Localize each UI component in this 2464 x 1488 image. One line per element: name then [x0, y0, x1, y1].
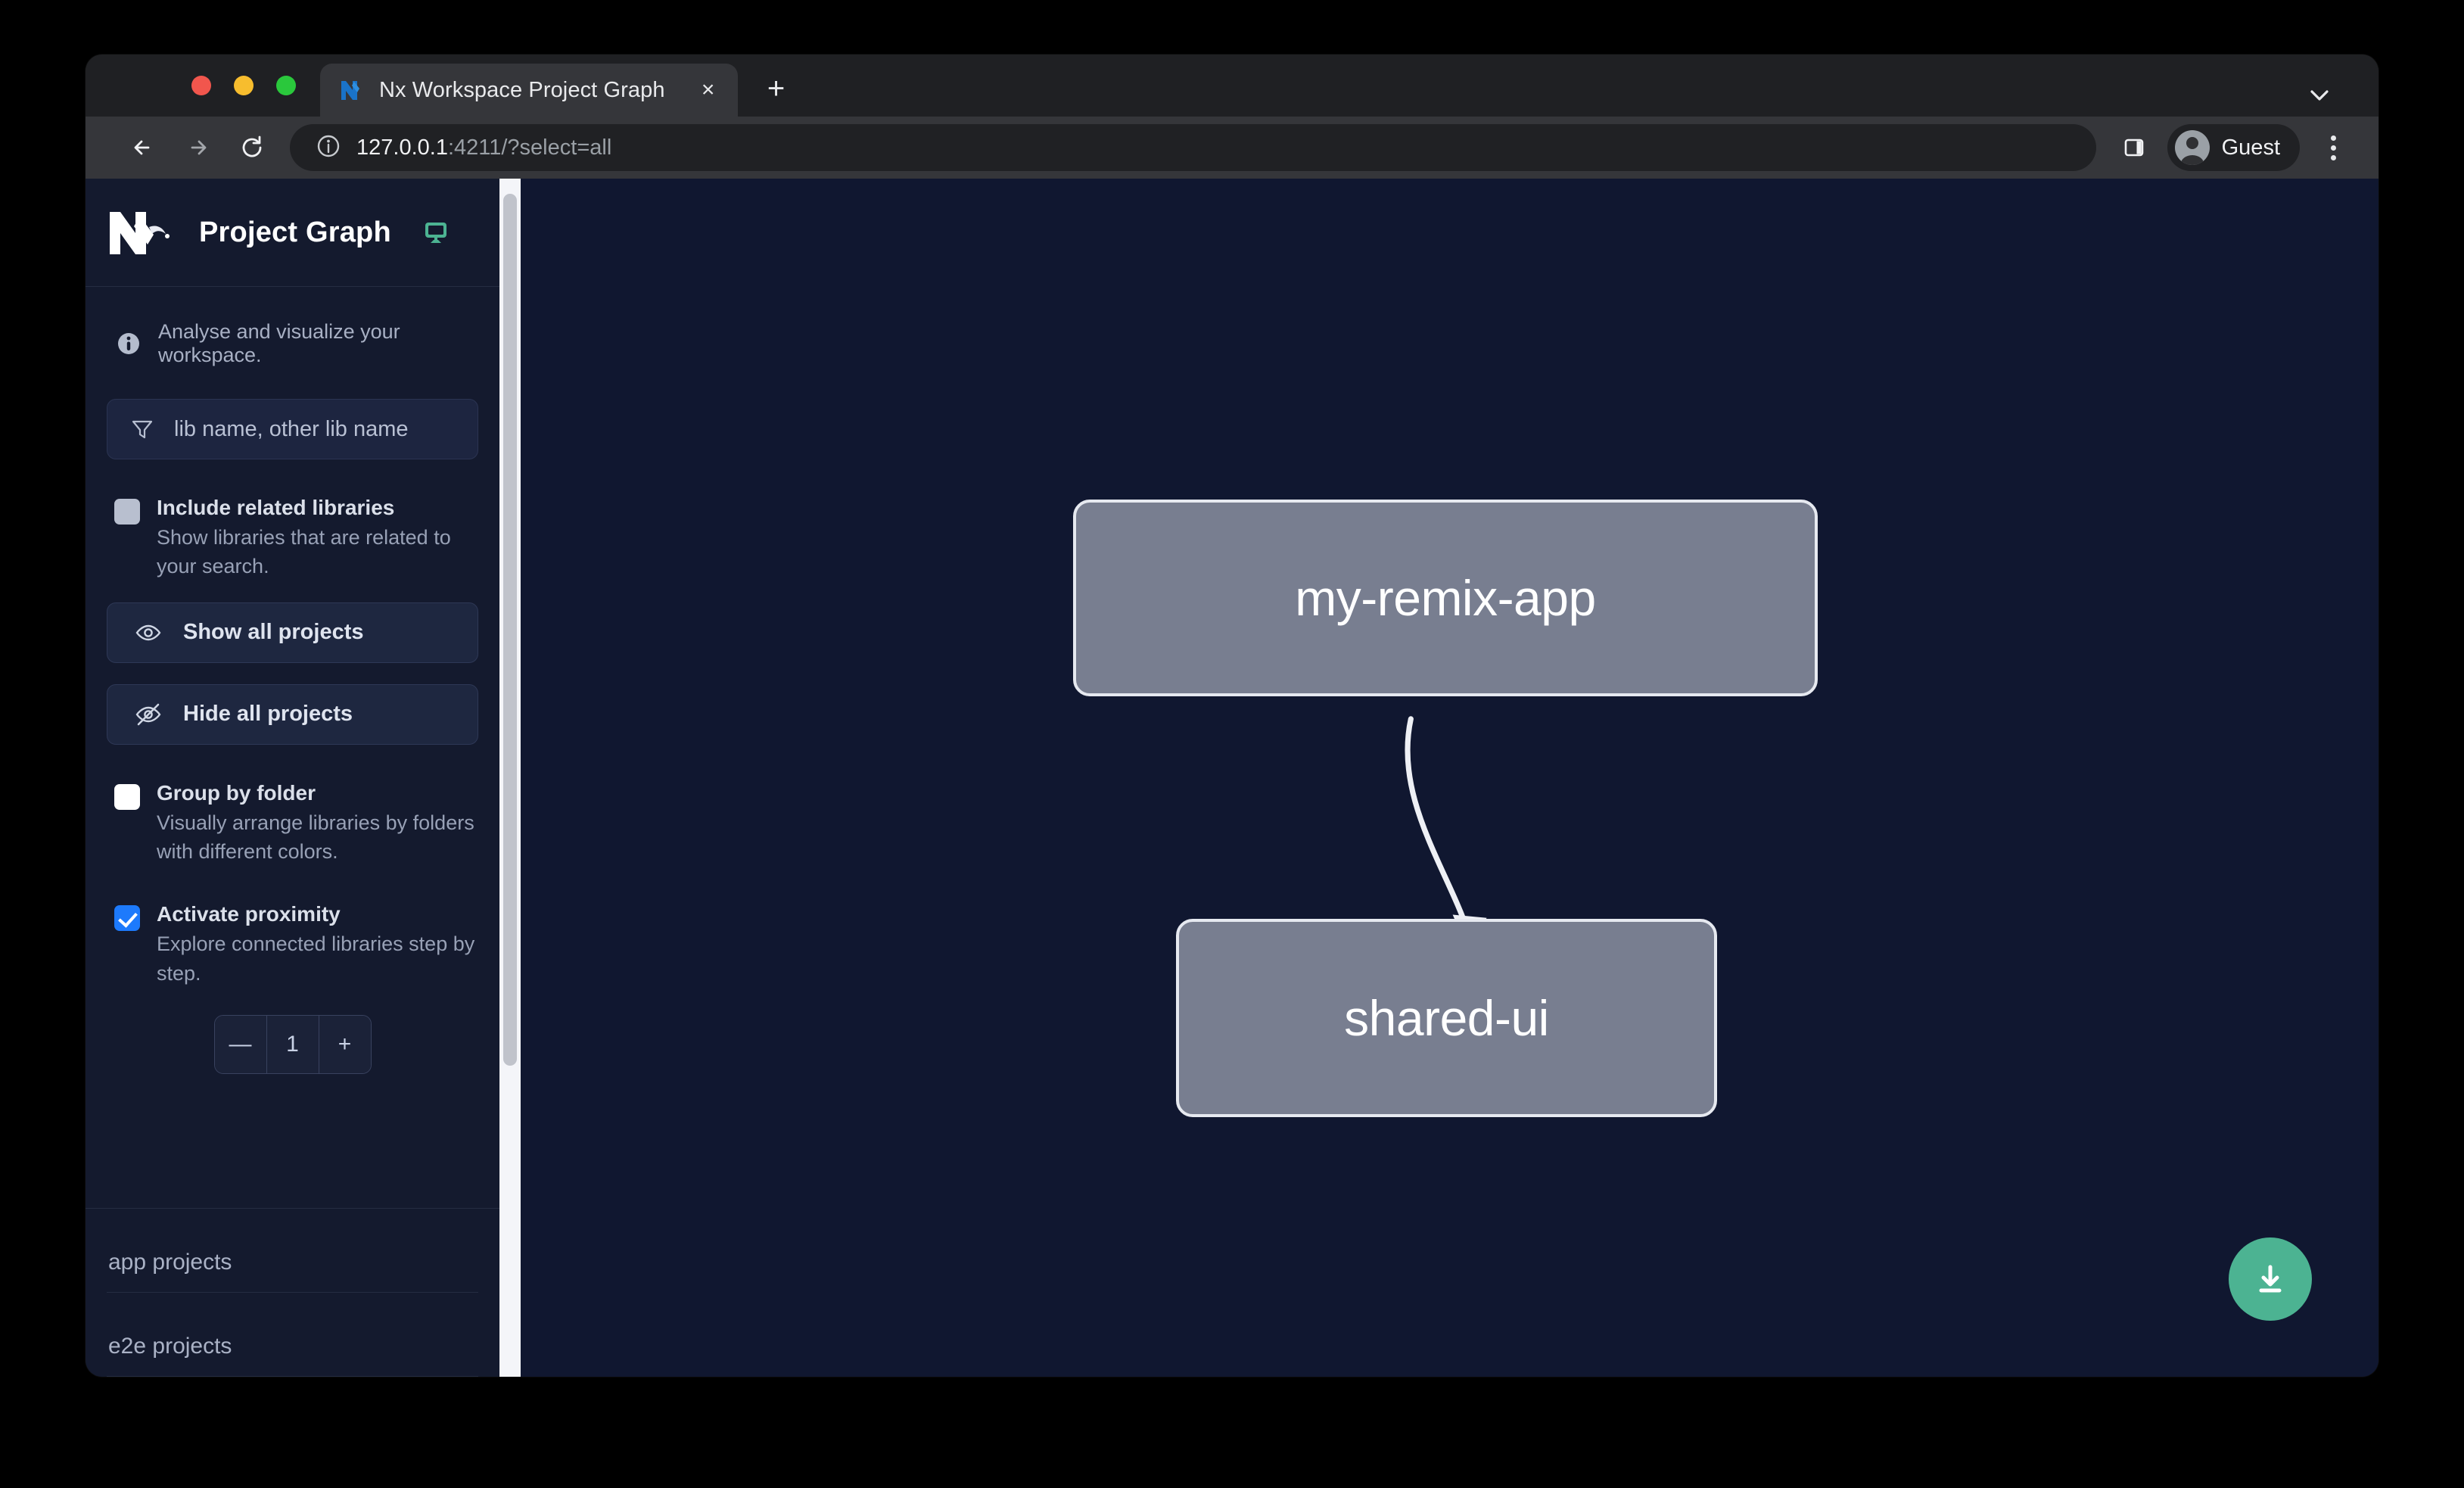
forward-arrow-icon[interactable]	[170, 124, 225, 171]
proximity-increment-button[interactable]: +	[318, 1015, 371, 1073]
show-all-projects-button[interactable]: Show all projects	[107, 602, 478, 663]
monitor-icon[interactable]	[422, 218, 450, 247]
option-text: Include related libraries Show libraries…	[157, 494, 478, 581]
proximity-stepper: — 1 +	[213, 1014, 372, 1074]
option-label: Include related libraries	[157, 496, 395, 519]
sidebar-footer: app projects e2e projects	[86, 1208, 499, 1377]
proximity-value: 1	[266, 1015, 319, 1073]
option-description: Show libraries that are related to your …	[157, 526, 451, 578]
graph-node-my-remix-app[interactable]: my-remix-app	[1073, 500, 1818, 696]
minimize-window-button[interactable]	[234, 76, 254, 95]
side-panel-icon[interactable]	[2113, 126, 2155, 169]
chevron-down-icon[interactable]	[2304, 80, 2335, 111]
download-icon	[2259, 1265, 2282, 1293]
filter-box[interactable]	[107, 399, 478, 459]
activate-proximity-checkbox[interactable]	[114, 905, 140, 932]
sidebar-scrollbar-thumb[interactable]	[503, 194, 517, 1066]
back-arrow-icon[interactable]	[116, 124, 170, 171]
workspace-hint: Analyse and visualize your workspace.	[107, 287, 478, 399]
toolbar-right-cluster: Guest	[2113, 124, 2353, 171]
project-graph-canvas[interactable]: my-remix-app shared-ui	[521, 179, 2378, 1377]
url-host: 127.0.0.1	[356, 135, 448, 160]
info-icon	[116, 331, 142, 356]
tab-title: Nx Workspace Project Graph	[379, 77, 665, 102]
filter-icon	[130, 417, 154, 441]
tab-strip: Nx Workspace Project Graph × +	[86, 54, 2378, 117]
browser-tab[interactable]: Nx Workspace Project Graph ×	[320, 64, 738, 117]
option-group-by-folder[interactable]: Group by folder Visually arrange librari…	[107, 780, 478, 867]
option-description: Visually arrange libraries by folders wi…	[157, 811, 474, 863]
option-text: Activate proximity Explore connected lib…	[157, 901, 478, 988]
project-group-title: e2e projects	[107, 1334, 478, 1377]
group-by-folder-checkbox[interactable]	[114, 783, 140, 810]
sidebar-scrollbar[interactable]	[499, 179, 521, 1377]
sidebar-header: Project Graph	[86, 179, 499, 287]
include-related-libraries-checkbox[interactable]	[114, 499, 140, 525]
close-window-button[interactable]	[191, 76, 211, 95]
hide-all-projects-button[interactable]: Hide all projects	[107, 683, 478, 745]
hint-text: Analyse and visualize your workspace.	[158, 320, 400, 366]
option-include-related-libraries[interactable]: Include related libraries Show libraries…	[107, 494, 478, 581]
close-icon[interactable]: ×	[701, 77, 715, 102]
project-group-e2e[interactable]: e2e projects	[107, 1293, 478, 1377]
kebab-menu-icon[interactable]	[2313, 126, 2353, 169]
download-graph-button[interactable]	[2229, 1237, 2312, 1321]
nx-logo	[107, 207, 173, 257]
show-all-projects-label: Show all projects	[183, 620, 364, 645]
edge-my-remix-app-to-shared-ui	[1405, 716, 1471, 935]
sidebar-body: Analyse and visualize your workspace. In…	[86, 287, 499, 1208]
search-input[interactable]	[174, 416, 455, 442]
eye-off-icon	[135, 701, 162, 728]
option-label: Group by folder	[157, 780, 316, 805]
profile-label: Guest	[2221, 135, 2280, 160]
maximize-window-button[interactable]	[276, 76, 296, 95]
address-bar[interactable]: 127.0.0.1:4211/?select=all	[290, 124, 2096, 171]
info-circle-icon[interactable]	[316, 133, 341, 163]
avatar	[2174, 130, 2210, 165]
browser-toolbar: 127.0.0.1:4211/?select=all Guest	[86, 117, 2378, 179]
browser-window: Nx Workspace Project Graph × +	[86, 54, 2378, 1377]
page-title: Project Graph	[199, 216, 391, 248]
app-page: Project Graph	[86, 179, 2378, 1377]
option-label: Activate proximity	[157, 902, 341, 926]
url-path: :4211/?select=all	[447, 135, 612, 160]
url-text: 127.0.0.1:4211/?select=all	[356, 135, 611, 160]
option-text: Group by folder Visually arrange librari…	[157, 780, 478, 867]
sidebar: Project Graph	[86, 179, 499, 1377]
graph-edges	[1405, 716, 1487, 951]
reload-icon[interactable]	[225, 124, 279, 171]
project-group-title: app projects	[107, 1250, 478, 1293]
proximity-decrement-button[interactable]: —	[214, 1015, 266, 1073]
option-activate-proximity[interactable]: Activate proximity Explore connected lib…	[107, 901, 478, 988]
hide-all-projects-label: Hide all projects	[183, 702, 353, 727]
profile-button[interactable]: Guest	[2167, 124, 2300, 171]
project-group-app[interactable]: app projects	[107, 1209, 478, 1293]
new-tab-button[interactable]: +	[767, 72, 786, 105]
option-description: Explore connected libraries step by step…	[157, 932, 475, 985]
graph-node-shared-ui[interactable]: shared-ui	[1176, 919, 1717, 1117]
window-traffic-lights	[191, 76, 296, 95]
nx-favicon	[340, 79, 366, 101]
eye-icon	[135, 619, 162, 646]
